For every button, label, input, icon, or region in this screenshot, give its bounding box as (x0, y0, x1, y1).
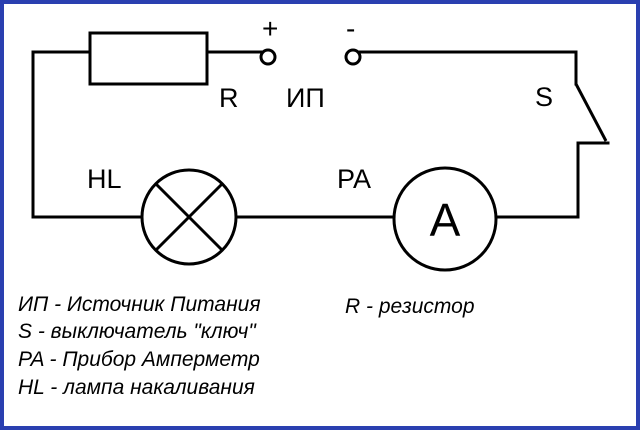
switch-blade (574, 83, 608, 142)
power-source-label: ИП (286, 83, 325, 113)
lamp-label: HL (87, 164, 122, 194)
lamp-cross-b (154, 182, 224, 252)
minus-sign: - (346, 13, 355, 44)
ammeter-letter: A (430, 194, 461, 246)
plus-sign: + (262, 13, 278, 44)
resistor-symbol (88, 31, 209, 86)
legend-item-switch: S - выключатель "ключ" (18, 320, 257, 343)
legend-item-power-source: ИП - Источник Питания (18, 293, 261, 316)
power-terminal-plus (259, 48, 277, 66)
legend-item-ammeter: PA - Прибор Амперметр (18, 348, 260, 371)
switch-label: S (535, 82, 553, 112)
ammeter-symbol (392, 166, 498, 272)
legend-item-lamp: HL - лампа накаливания (18, 376, 255, 399)
power-terminal-minus (344, 48, 362, 66)
legend-item-resistor: R - резистор (345, 295, 475, 318)
resistor-label: R (219, 83, 239, 113)
ammeter-label: PA (337, 164, 371, 194)
